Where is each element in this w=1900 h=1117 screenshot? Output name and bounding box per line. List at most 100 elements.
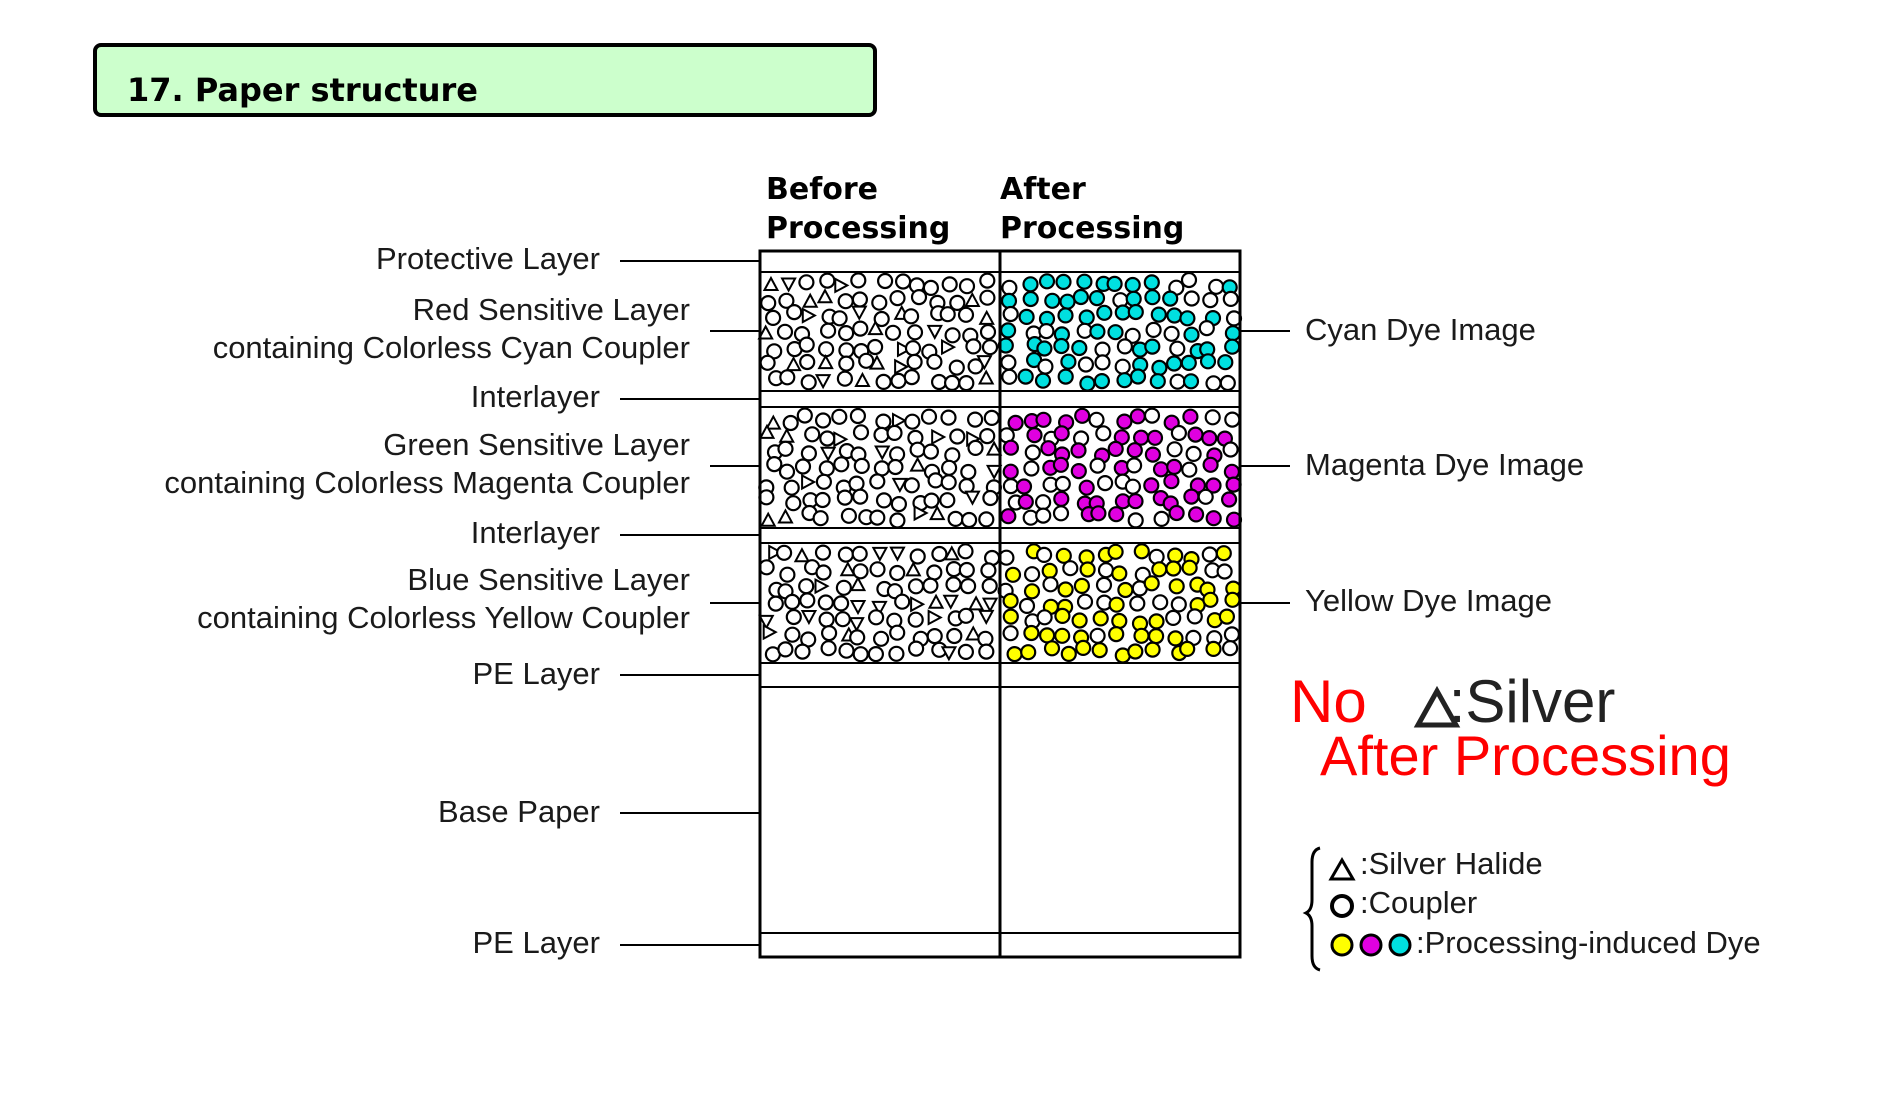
silver-halide-particle bbox=[867, 319, 884, 336]
dye-particle bbox=[1187, 506, 1205, 523]
label-green-line1: Green Sensitive Layer bbox=[383, 427, 690, 462]
coupler-particle bbox=[799, 592, 816, 609]
dye-particle bbox=[1143, 477, 1160, 494]
coupler-particle bbox=[1089, 627, 1106, 644]
coupler-particle bbox=[1095, 425, 1112, 442]
silver-halide-particle bbox=[768, 544, 784, 561]
coupler-particle bbox=[777, 440, 794, 457]
coupler-particle bbox=[1088, 411, 1105, 428]
coupler-particle bbox=[758, 559, 775, 576]
coupler-particle bbox=[1197, 488, 1214, 505]
coupler-particle bbox=[978, 511, 995, 528]
dye-particle bbox=[1073, 577, 1091, 595]
silver-halide-particle bbox=[793, 547, 811, 563]
coupler-particle bbox=[926, 353, 943, 370]
silver-halide-particle bbox=[892, 412, 908, 429]
silver-halide-particle bbox=[814, 374, 832, 390]
dye-particle bbox=[1074, 407, 1091, 424]
coupler-particle bbox=[820, 624, 838, 642]
coupler-particle bbox=[871, 294, 888, 311]
dye-particle bbox=[1116, 413, 1133, 430]
label-protective-layer: Protective Layer bbox=[376, 241, 600, 276]
coupler-particle bbox=[838, 355, 855, 372]
coupler-particle bbox=[889, 624, 906, 641]
coupler-particle bbox=[1124, 478, 1142, 495]
silver-halide-particle bbox=[817, 354, 834, 370]
dye-particle bbox=[1071, 612, 1088, 629]
note-silver-text: :Silver bbox=[1448, 668, 1616, 735]
coupler-particle bbox=[775, 544, 793, 561]
dye-particle bbox=[1070, 463, 1087, 480]
coupler-particle bbox=[1205, 375, 1222, 392]
dye-particle bbox=[1151, 359, 1168, 376]
dye-particle bbox=[1180, 354, 1197, 371]
dye-particle bbox=[1144, 446, 1162, 463]
coupler-particle bbox=[979, 323, 997, 341]
silver-halide-particle bbox=[801, 307, 817, 324]
dye-particle bbox=[1017, 493, 1034, 510]
coupler-particle bbox=[784, 626, 801, 643]
dye-particle bbox=[1167, 630, 1184, 647]
coupler-particle bbox=[907, 640, 925, 657]
coupler-particle bbox=[782, 414, 799, 432]
silver-halide-particle bbox=[913, 504, 929, 522]
silver-halide-particle bbox=[891, 477, 909, 494]
coupler-particle bbox=[1124, 327, 1141, 344]
coupler-particle bbox=[926, 627, 943, 645]
label-yellow-dye-image: Yellow Dye Image bbox=[1305, 583, 1552, 618]
silver-halide-particle bbox=[941, 338, 957, 356]
coupler-particle bbox=[957, 543, 974, 560]
coupler-particle bbox=[1035, 546, 1053, 564]
silver-halide-particle bbox=[894, 358, 910, 375]
label-green-sensitive-layer: Green Sensitive Layer containing Colorle… bbox=[164, 426, 690, 502]
dye-particle bbox=[1059, 293, 1076, 310]
coupler-particle bbox=[876, 272, 894, 290]
coupler-particle bbox=[853, 457, 870, 474]
coupler-particle bbox=[1224, 411, 1241, 428]
dye-particle bbox=[1151, 561, 1168, 578]
silver-halide-particle bbox=[834, 277, 850, 294]
coupler-particle bbox=[947, 510, 964, 528]
coupler-particle bbox=[1095, 576, 1113, 594]
coupler-particle bbox=[960, 463, 977, 481]
coupler-particle bbox=[1223, 626, 1241, 643]
dye-particle bbox=[1205, 477, 1222, 494]
silver-halide-particle bbox=[985, 464, 1003, 480]
column-heading-after-line2: Processing bbox=[1000, 211, 1185, 246]
dye-particle bbox=[1111, 565, 1128, 582]
silver-halide-particle bbox=[778, 427, 795, 443]
coupler-particle bbox=[1036, 609, 1053, 626]
coupler-particle bbox=[957, 643, 975, 661]
dye-particle bbox=[1114, 304, 1131, 321]
coupler-particle bbox=[804, 426, 821, 443]
coupler-particle bbox=[920, 408, 938, 425]
coupler-particle bbox=[907, 611, 924, 628]
coupler-particle bbox=[837, 293, 854, 310]
dye-particle bbox=[1205, 640, 1222, 658]
coupler-particle bbox=[798, 274, 815, 291]
dye-particle bbox=[1179, 640, 1196, 658]
label-blue-line2: containing Colorless Yellow Coupler bbox=[197, 600, 690, 635]
dye-particle bbox=[1022, 276, 1039, 293]
silver-halide-particle bbox=[874, 445, 891, 461]
coupler-particle bbox=[1163, 325, 1180, 342]
coupler-particle bbox=[798, 578, 815, 595]
silver-halide-particle bbox=[965, 625, 982, 641]
layer-particles bbox=[757, 271, 1243, 664]
dye-particle bbox=[1002, 592, 1019, 610]
coupler-particle bbox=[890, 496, 908, 513]
coupler-particle bbox=[794, 458, 812, 475]
coupler-particle bbox=[948, 359, 965, 376]
coupler-particle bbox=[778, 463, 796, 480]
coupler-particle bbox=[815, 473, 833, 490]
coupler-particle bbox=[1114, 358, 1131, 375]
dye-particle bbox=[1127, 303, 1144, 321]
silver-halide-particle bbox=[978, 609, 995, 626]
yellow-dye-legend-icon bbox=[1330, 933, 1354, 957]
coupler-particle bbox=[884, 324, 902, 341]
label-pe-layer-bottom: PE Layer bbox=[472, 925, 600, 960]
coupler-particle bbox=[1002, 625, 1019, 642]
coupler-particle bbox=[779, 566, 796, 583]
dye-particle bbox=[1000, 292, 1018, 309]
silver-halide-particle bbox=[760, 511, 777, 527]
